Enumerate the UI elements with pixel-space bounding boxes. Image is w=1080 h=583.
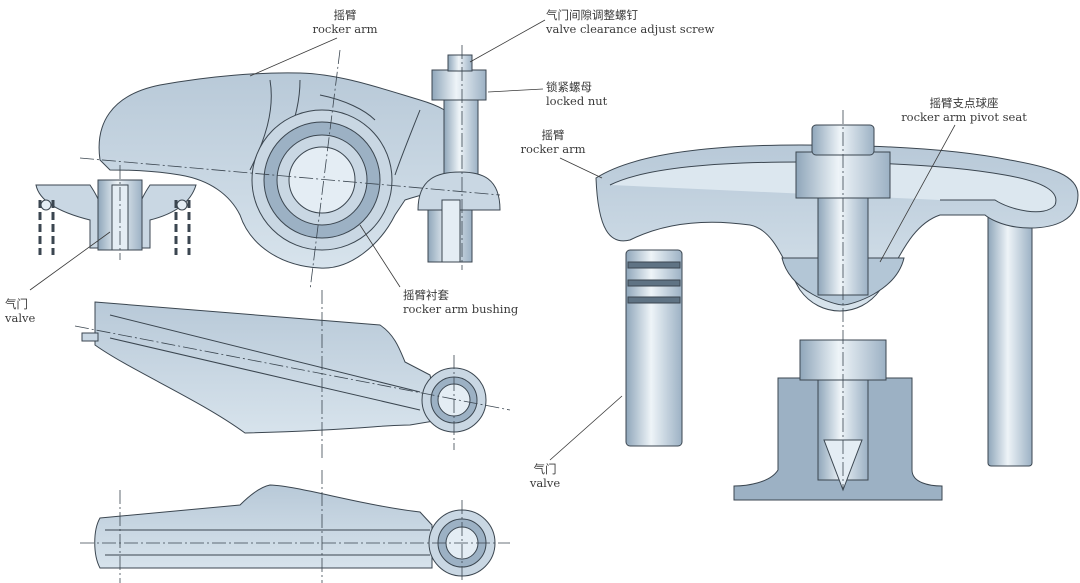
label-locked-nut: 锁紧螺母 locked nut (546, 80, 607, 108)
label-bushing-cn: 摇臂衬套 (403, 288, 449, 302)
label-valve-right-cn: 气门 (533, 462, 557, 476)
label-rocker-arm-right-cn: 摇臂 (541, 128, 565, 142)
label-valve-left-en: valve (5, 311, 36, 325)
stamped-rocker-arm-assembly (595, 110, 1079, 501)
label-pivot-seat-cn: 摇臂支点球座 (929, 96, 999, 110)
right-valve-stem (625, 249, 683, 447)
label-valve-left-cn: 气门 (5, 297, 28, 311)
label-adjust-screw-en: valve clearance adjust screw (546, 22, 715, 36)
label-valve-right-en: valve (529, 476, 561, 490)
label-adjust-screw-cn: 气门间隙调整螺钉 (546, 8, 638, 22)
label-rocker-arm-left-en: rocker arm (312, 22, 378, 36)
label-bushing-en: rocker arm bushing (403, 302, 519, 316)
label-rocker-arm-left: 摇臂 rocker arm (312, 8, 377, 36)
rocker-arm-side-view (35, 45, 501, 291)
label-valve-right: 气门 valve (530, 462, 560, 490)
label-pivot-seat-en: rocker arm pivot seat (901, 110, 1027, 124)
label-rocker-arm-left-cn: 摇臂 (333, 8, 357, 22)
push-rod (987, 199, 1033, 467)
label-bushing: 摇臂衬套 rocker arm bushing (403, 288, 518, 316)
rocker-arm-bottom-view (80, 470, 510, 583)
label-adjust-screw: 气门间隙调整螺钉 valve clearance adjust screw (546, 8, 714, 36)
label-rocker-arm-right: 摇臂 rocker arm (520, 128, 585, 156)
label-rocker-arm-right-en: rocker arm (520, 142, 586, 156)
label-locked-nut-en: locked nut (546, 94, 608, 108)
label-valve-left: 气门 valve (5, 297, 35, 325)
label-pivot-seat: 摇臂支点球座 rocker arm pivot seat (901, 96, 1027, 124)
label-locked-nut-cn: 锁紧螺母 (546, 80, 592, 94)
leader-lines (29, 19, 956, 461)
rocker-arm-plan-view (74, 290, 511, 460)
